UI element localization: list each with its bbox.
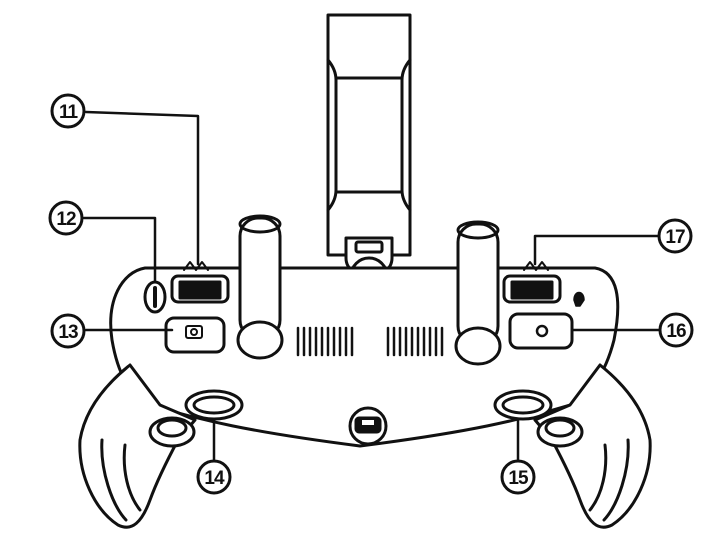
callout-11: 11 [50,93,86,129]
left-dial [170,261,230,304]
left-control-stick [236,214,284,360]
callout-label: 12 [56,209,76,230]
right-customizable-button [493,389,553,421]
callout-label: 13 [58,322,78,343]
photo-button [164,316,226,354]
callout-12: 12 [48,200,84,236]
callout-label: 16 [666,321,686,342]
callout-label: 14 [204,468,225,489]
right-control-stick [454,220,502,366]
vent-grille-right [386,326,444,357]
callout-label: 11 [59,102,79,123]
phone-holder [326,13,412,296]
callout-label: 15 [508,468,529,489]
left-grip [78,363,197,529]
small-round-button [143,280,167,314]
callout-15: 15 [500,459,536,495]
callout-label: 17 [665,227,685,248]
usb-port [348,406,388,446]
callout-16: 16 [658,312,694,348]
callout-13: 13 [50,313,86,349]
left-customizable-button [184,389,244,421]
right-grip [533,363,652,529]
vent-grille-left [296,326,354,357]
record-button [508,312,574,350]
callout-17: 17 [657,218,693,254]
leader-lines [82,110,662,462]
callout-14: 14 [196,459,232,495]
right-dial [502,261,585,307]
